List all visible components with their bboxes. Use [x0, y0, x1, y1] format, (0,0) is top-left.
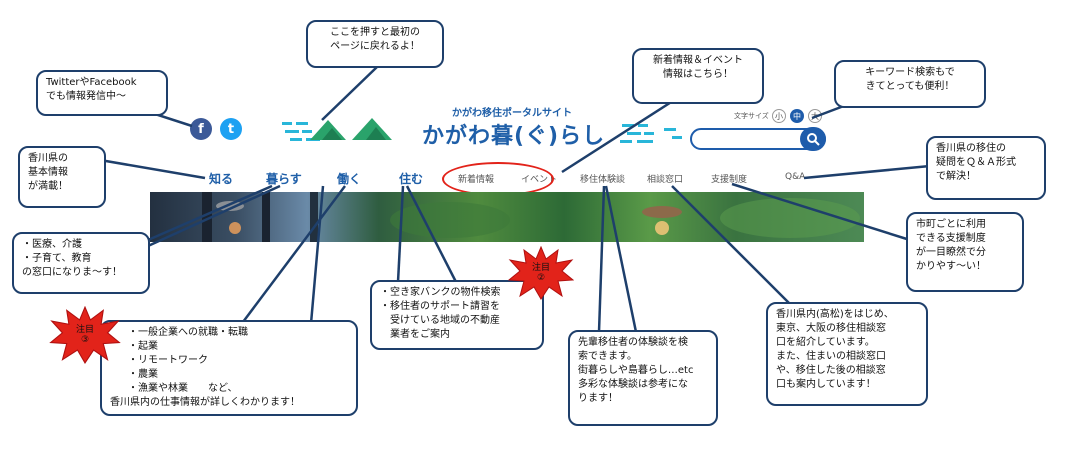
site-tagline: かがわ移住ポータルサイト [452, 108, 572, 119]
callout-top-page: ここを押すと最初の ページに戻れるよ！ [306, 20, 444, 68]
twitter-icon[interactable]: t [220, 118, 242, 140]
search-button[interactable] [800, 127, 826, 151]
nav-news-highlight [442, 162, 554, 196]
starburst-icon [49, 306, 121, 364]
logo-waves [282, 118, 682, 143]
callout-housing: ・空き家バンクの物件検索 ・移住者のサポート請習を 受けている地域の不動産 業者… [370, 280, 544, 350]
site-logo[interactable]: かがわ移住ポータルサイト かがわ暮(ぐ)らし [282, 100, 692, 160]
callout-living: ・医療、介護 ・子育て、教育 の窓口になりま〜す！ [12, 232, 150, 294]
nav-experiences[interactable]: 移住体験談 [580, 175, 626, 185]
font-size-large[interactable]: 大 [808, 109, 822, 123]
callout-work: ・一般企業への就職・転職 ・起業 ・リモートワーク ・農業 ・漁業や林業 など、… [100, 320, 358, 416]
nav-housing[interactable]: 住む [399, 172, 424, 186]
callout-experience: 先輩移住者の体験談を検 索できます。 街暮らしや島暮らし…etc 多彩な体験談は… [568, 330, 718, 426]
starburst-icon [508, 246, 574, 300]
callout-sns: TwitterやFacebook でも情報発信中〜 [36, 70, 168, 116]
facebook-icon[interactable]: f [190, 118, 212, 140]
search-icon [807, 133, 820, 146]
callout-support: 市町ごとに利用 できる支援制度 が一目瞭然で分 かりやす〜い！ [906, 212, 1024, 292]
nav-support[interactable]: 支援制度 [711, 175, 748, 185]
nav-consultation[interactable]: 相談窓口 [647, 175, 684, 185]
callout-consultation: 香川県内(高松)をはじめ、 東京、大阪の移住相談窓 口を紹介しています。 また、… [766, 302, 928, 406]
nav-work[interactable]: 働く [337, 172, 362, 186]
hero-banner [150, 192, 864, 242]
callout-know: 香川県の 基本情報 が満載！ [18, 146, 106, 208]
font-size-medium[interactable]: 中 [790, 109, 804, 123]
banner-scenery [202, 192, 860, 242]
callout-news: 新着情報＆イベント 情報はこちら！ [632, 48, 764, 104]
nav-living[interactable]: 暮らす [266, 172, 302, 186]
callout-search: キーワード検索もで きてとっても便利！ [834, 60, 986, 108]
font-size-small[interactable]: 小 [772, 109, 786, 123]
callout-qa: 香川県の移住の 疑問をＱ＆Ａ形式 で解決！ [926, 136, 1046, 200]
nav-qa[interactable]: Q&A [785, 172, 806, 182]
font-size-label: 文字サイズ [734, 112, 769, 120]
nav-know[interactable]: 知る [209, 172, 234, 186]
site-logo-text: かがわ暮(ぐ)らし [422, 124, 606, 149]
